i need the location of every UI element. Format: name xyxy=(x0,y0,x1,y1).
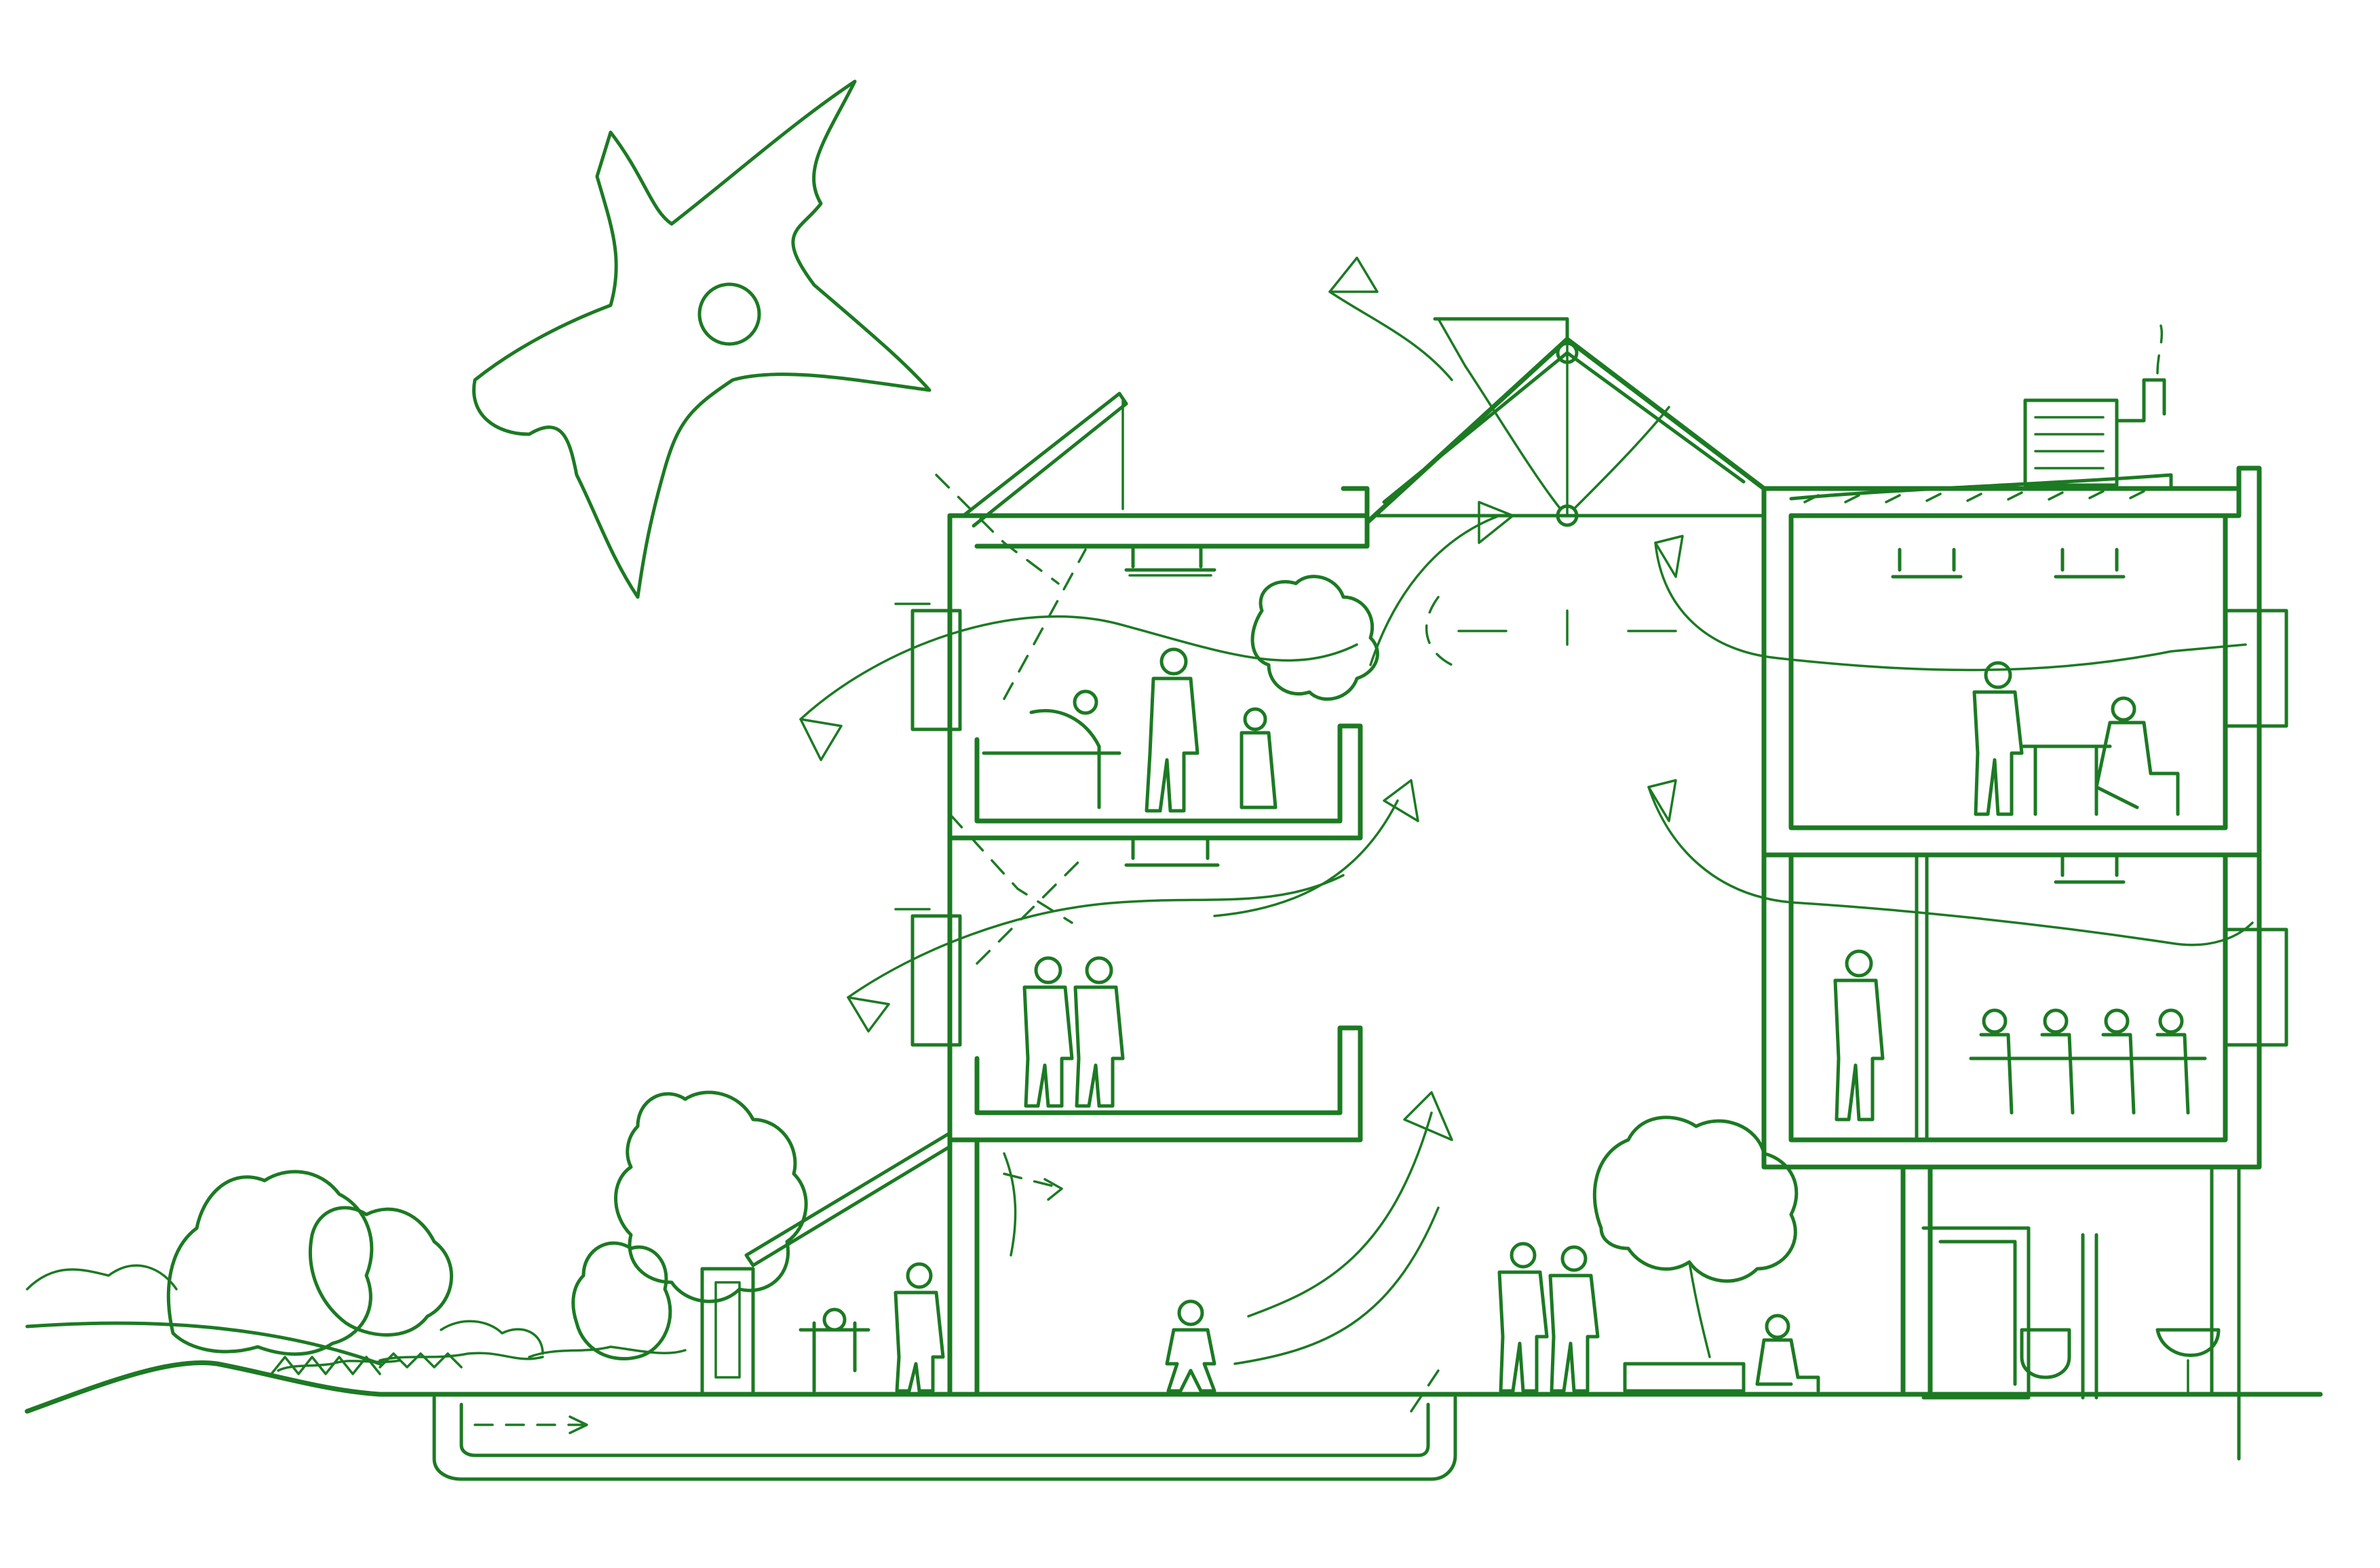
left-building xyxy=(700,391,1370,1397)
right-building xyxy=(1761,324,2288,1461)
tree-icon xyxy=(166,575,1799,1375)
person-figure-icon xyxy=(799,647,2207,1393)
airflow-arrow-icon xyxy=(799,256,2254,1365)
underground-air-duct xyxy=(432,1369,1457,1481)
sun-icon xyxy=(472,79,932,599)
atrium-roof xyxy=(1364,317,1767,666)
ground-landscape xyxy=(24,1264,2323,1414)
